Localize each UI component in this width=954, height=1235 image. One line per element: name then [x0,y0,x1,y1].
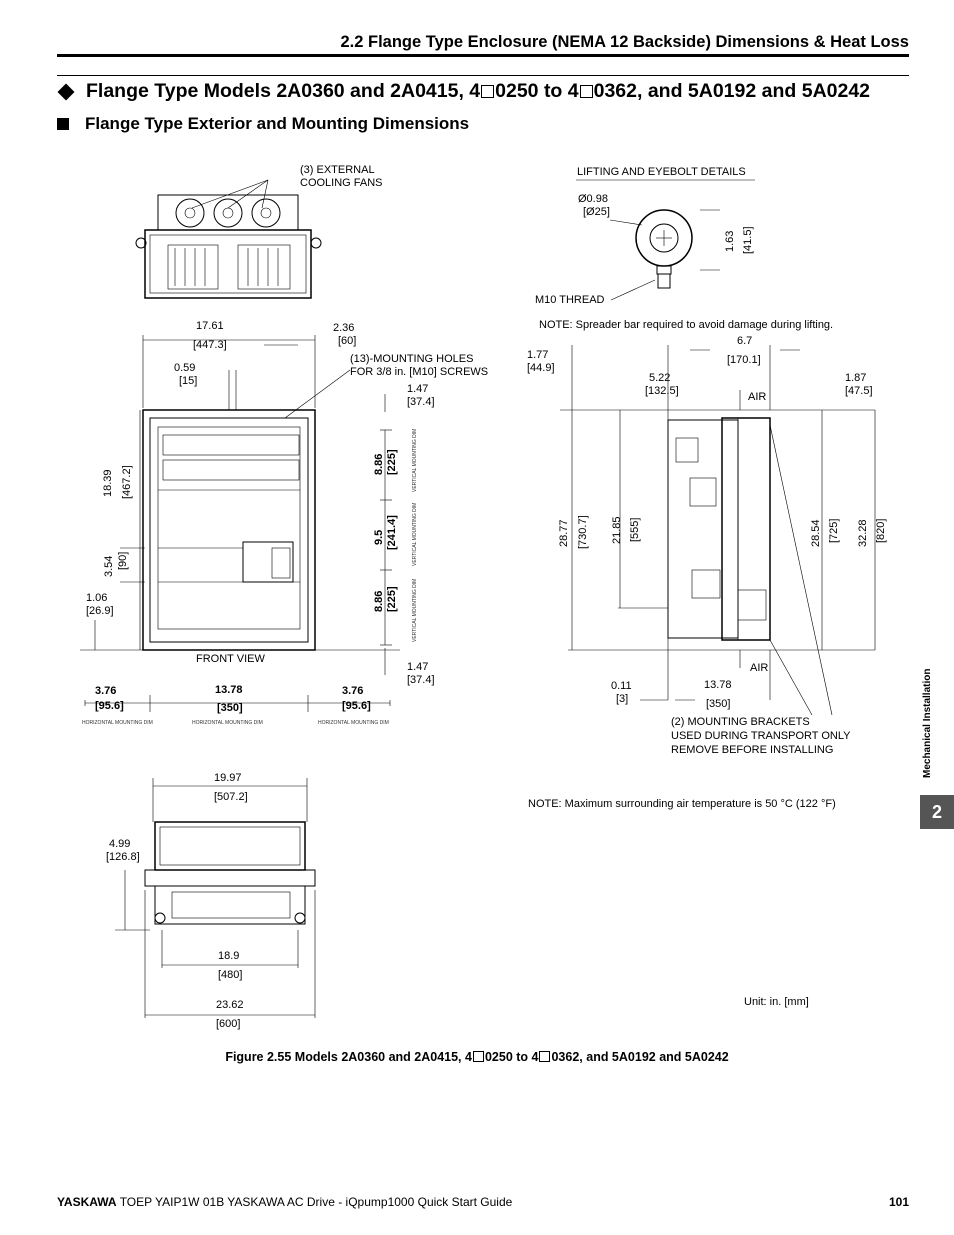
header-rule-thin [57,75,909,76]
side-d2: 6.7 [170.1] [727,335,761,366]
top-view-drawing [135,179,322,299]
unit-note: Unit: in. [mm] [744,996,809,1008]
front-v3-mm: [225] [386,586,398,612]
front-v2-mm: [241.4] [386,515,398,550]
chapter-tab-label: Mechanical Installation [922,668,933,778]
side-width: 13.78 [350] [704,679,732,710]
bottom-width: 19.97 [507.2] [214,772,248,803]
vertical-dim-note: VERTICAL MOUNTING DIM [412,502,418,566]
placeholder-box-icon [472,1051,484,1062]
front-v3-in: 8.86 [373,590,385,612]
eyebolt-height-mm: [41.5] [742,226,754,254]
hmount-2: 13.78 [350] [215,684,243,714]
mounting-holes-label: (13)-MOUNTING HOLES FOR 3/8 in. [M10] SC… [350,353,489,378]
placeholder-box-icon [539,1051,551,1062]
front-view-label: FRONT VIEW [196,653,265,665]
eyebolt-drawing [576,179,755,301]
side-h1-mm: [730.7] [577,515,589,549]
front-v1-mm: [225] [386,449,398,475]
front-top-dim: 1.47 [37.4] [407,383,435,408]
bottom-width-3: 23.62 [600] [216,999,244,1030]
footer-text: YASKAWA TOEP YAIP1W 01B YASKAWA AC Drive… [57,1195,513,1209]
lifting-title: LIFTING AND EYEBOLT DETAILS [577,166,746,178]
front-width: 17.61 [447.3] [193,320,227,351]
side-d4: 1.87 [47.5] [845,372,873,397]
vertical-dim-note: VERTICAL MOUNTING DIM [412,428,418,492]
horizontal-dim-note: HORIZONTAL MOUNTING DIM [192,720,263,726]
fans-label: (3) EXTERNAL COOLING FANS [300,164,383,189]
front-offset: 2.36 [60] [333,322,357,347]
eyebolt-diameter: Ø0.98 [Ø25] [578,193,610,218]
page-number: 101 [888,1195,909,1209]
front-height-mm: [467.2] [121,465,133,499]
side-h3-mm: [725] [828,518,840,543]
side-h4-in: 32.28 [857,519,869,547]
square-bullet-icon [57,118,69,130]
side-view-drawing [560,345,876,716]
vertical-dim-note: VERTICAL MOUNTING DIM [412,578,418,642]
side-h4-mm: [820] [875,518,887,543]
bottom-depth: 4.99 [126.8] [106,838,140,863]
bottom-width-2: 18.9 [480] [218,950,243,981]
side-d1: 1.77 [44.9] [527,349,555,374]
temperature-note: NOTE: Maximum surrounding air temperatur… [528,798,836,810]
thread-label: M10 THREAD [535,294,605,306]
front-v1-in: 8.86 [373,453,385,475]
front-height-in: 18.39 [102,469,114,497]
side-d3: 5.22 [132.5] [645,372,679,397]
eyebolt-height-in: 1.63 [724,230,736,252]
side-thickness: 0.11 [3] [611,680,632,705]
placeholder-box-icon [579,85,593,98]
brackets-note: (2) MOUNTING BRACKETS USED DURING TRANSP… [671,716,851,756]
front-bottom-dim: 1.47 [37.4] [407,661,435,686]
side-h2-in: 21.85 [611,516,623,544]
side-h1-in: 28.77 [558,519,570,547]
header-rule [57,54,909,57]
front-view-drawing [80,335,400,712]
hole-offset: 0.59 [15] [174,362,198,387]
horizontal-dim-note: HORIZONTAL MOUNTING DIM [318,720,389,726]
section-header: 2.2 Flange Type Enclosure (NEMA 12 Backs… [340,33,909,51]
front-s1-in: 3.54 [103,555,115,577]
heading-dimensions: Flange Type Exterior and Mounting Dimens… [57,114,469,134]
front-s1-mm: [90] [117,551,129,570]
air-inlet-label: AIR [748,391,767,403]
bottom-view-drawing [115,778,316,1018]
placeholder-box-icon [481,85,495,98]
side-h2-mm: [555] [629,517,641,542]
hmount-1: 3.76 [95.6] [95,685,124,712]
horizontal-dim-note: HORIZONTAL MOUNTING DIM [82,720,153,726]
air-outlet-label: AIR [750,662,769,674]
front-v2-in: 9.5 [373,529,385,545]
chapter-tab-number: 2 [920,795,954,829]
front-s2: 1.06 [26.9] [86,592,114,617]
side-h3-in: 28.54 [810,519,822,547]
hmount-3: 3.76 [95.6] [342,685,371,712]
spreader-note: NOTE: Spreader bar required to avoid dam… [539,319,834,331]
